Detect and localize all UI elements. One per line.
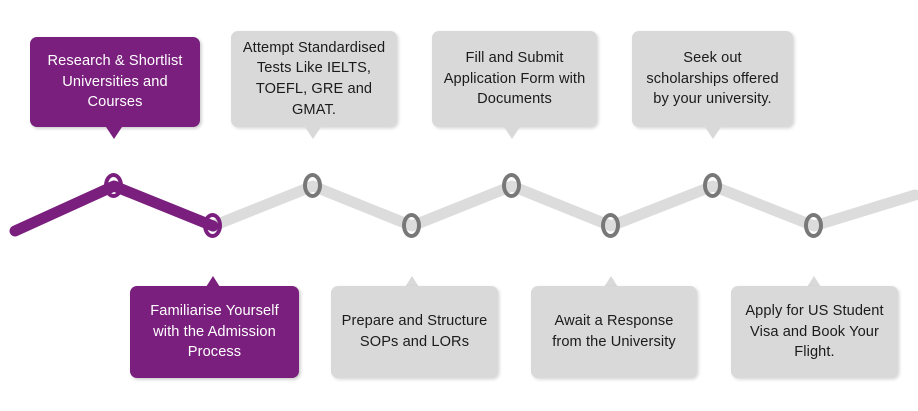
milestone-node-8[interactable]	[804, 213, 823, 238]
step-card-5-tail	[504, 127, 520, 139]
step-card-4[interactable]: Prepare and Structure SOPs and LORs	[331, 286, 498, 378]
milestone-node-3[interactable]	[303, 173, 322, 198]
step-card-7-tail	[705, 127, 721, 139]
step-card-1-tail	[106, 127, 122, 139]
step-card-8-tail	[807, 276, 821, 287]
milestone-node-1[interactable]	[104, 173, 123, 198]
step-card-1-label: Research & Shortlist Universities and Co…	[47, 52, 183, 111]
step-card-1[interactable]: Research & Shortlist Universities and Co…	[30, 37, 200, 127]
step-card-6-tail	[604, 276, 618, 287]
step-card-3-tail	[305, 127, 321, 139]
step-card-2[interactable]: Familiarise Yourself with the Admission …	[130, 286, 299, 378]
step-card-6[interactable]: Await a Response from the University	[531, 286, 697, 378]
step-card-7-label: Seek out scholarships offered by your un…	[646, 49, 779, 108]
milestone-node-4[interactable]	[402, 213, 421, 238]
step-card-8[interactable]: Apply for US Student Visa and Book Your …	[731, 286, 898, 378]
step-card-3-label: Attempt Standardised Tests Like IELTS, T…	[242, 39, 386, 118]
step-card-2-tail	[206, 276, 220, 287]
step-card-6-label: Await a Response from the University	[552, 313, 676, 350]
step-card-7[interactable]: Seek out scholarships offered by your un…	[632, 31, 793, 127]
step-card-3[interactable]: Attempt Standardised Tests Like IELTS, T…	[231, 31, 397, 127]
step-card-2-label: Familiarise Yourself with the Admission …	[150, 302, 279, 361]
step-card-4-label: Prepare and Structure SOPs and LORs	[341, 313, 488, 350]
milestone-node-2[interactable]	[203, 213, 222, 238]
step-card-8-label: Apply for US Student Visa and Book Your …	[745, 302, 884, 361]
milestone-node-7[interactable]	[703, 173, 722, 198]
step-card-5[interactable]: Fill and Submit Application Form with Do…	[432, 31, 597, 127]
step-card-4-tail	[405, 276, 419, 287]
milestone-node-5[interactable]	[502, 173, 521, 198]
milestone-node-6[interactable]	[601, 213, 620, 238]
step-card-5-label: Fill and Submit Application Form with Do…	[443, 49, 586, 108]
